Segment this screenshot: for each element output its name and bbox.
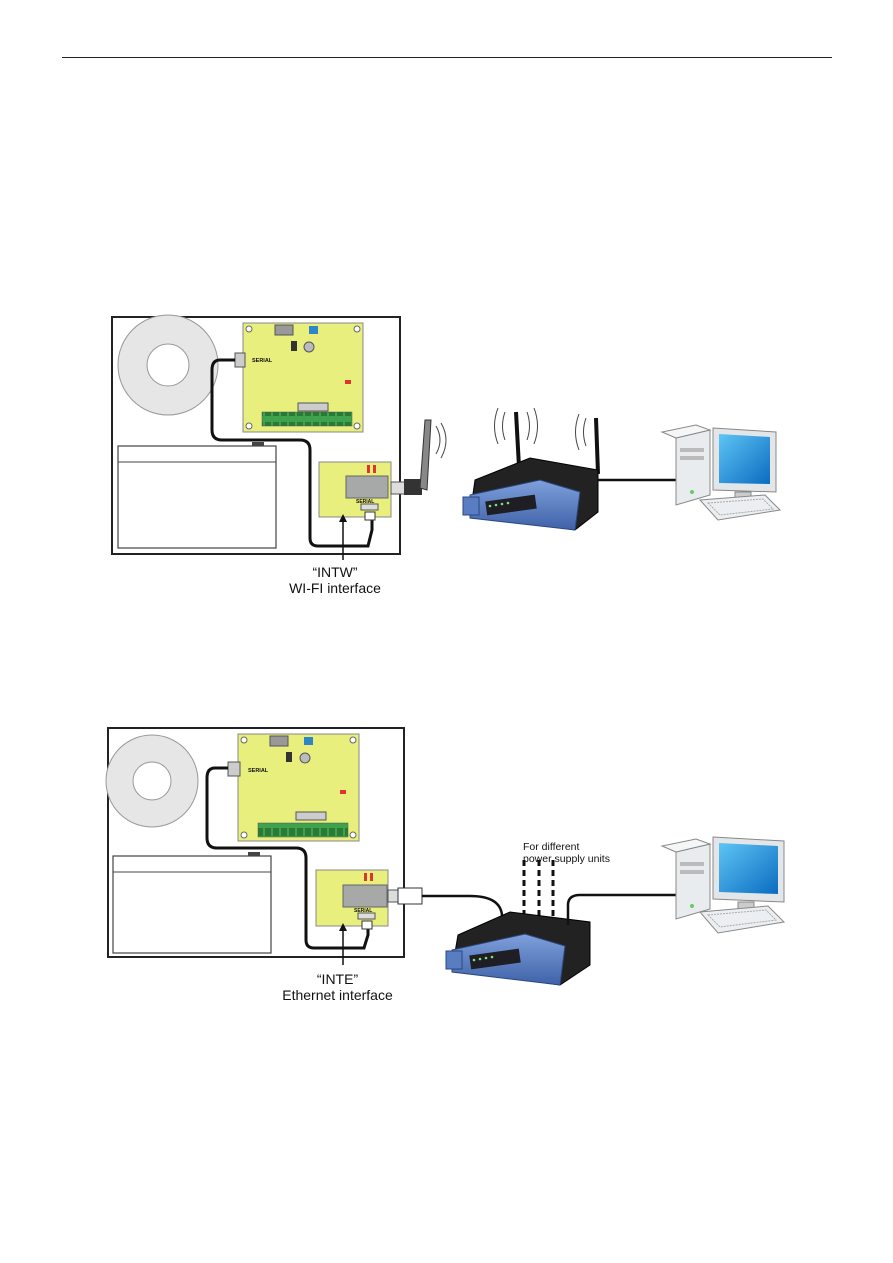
header-rule xyxy=(62,57,832,58)
ethernet-diagram-graphic: SERIAL SERIAL xyxy=(105,727,786,986)
wifi-caption-model: “INTW” xyxy=(312,564,358,580)
ethernet-connection-diagram: SERIAL SERIAL xyxy=(0,715,893,1015)
wifi-interface-caption: “INTW” WI-FI interface xyxy=(270,564,400,596)
ethernet-caption-model: “INTE” xyxy=(316,971,359,987)
note-line-1: For different xyxy=(523,841,580,853)
module-serial-label: SERIAL xyxy=(354,908,372,914)
ethernet-caption-description: Ethernet interface xyxy=(282,987,393,1003)
desktop-computer xyxy=(660,836,786,934)
ethernet-router xyxy=(445,911,591,986)
ethernet-module-chip xyxy=(342,884,388,908)
ethernet-interface-caption: “INTE” Ethernet interface xyxy=(270,971,405,1003)
pcb-serial-label: SERIAL xyxy=(248,768,269,774)
serial-cable xyxy=(210,358,374,548)
ethernet-cable-pc xyxy=(566,893,680,925)
serial-cable xyxy=(205,766,370,950)
module-serial-label: SERIAL xyxy=(356,499,374,505)
pcb-serial-label: SERIAL xyxy=(252,358,273,364)
battery xyxy=(112,855,272,954)
wireless-router xyxy=(462,407,600,531)
other-psu-note: For different power supply units xyxy=(523,841,633,865)
ethernet-cable-module xyxy=(422,894,504,940)
desktop-computer xyxy=(660,424,782,521)
wifi-caption-description: WI-FI interface xyxy=(289,580,381,596)
note-line-2: power supply units xyxy=(523,853,610,865)
wifi-connection-diagram: SERIAL SERIAL xyxy=(0,300,893,610)
wifi-module-chip xyxy=(345,475,389,499)
wifi-diagram-graphic: SERIAL SERIAL xyxy=(111,314,782,560)
battery xyxy=(117,445,277,549)
